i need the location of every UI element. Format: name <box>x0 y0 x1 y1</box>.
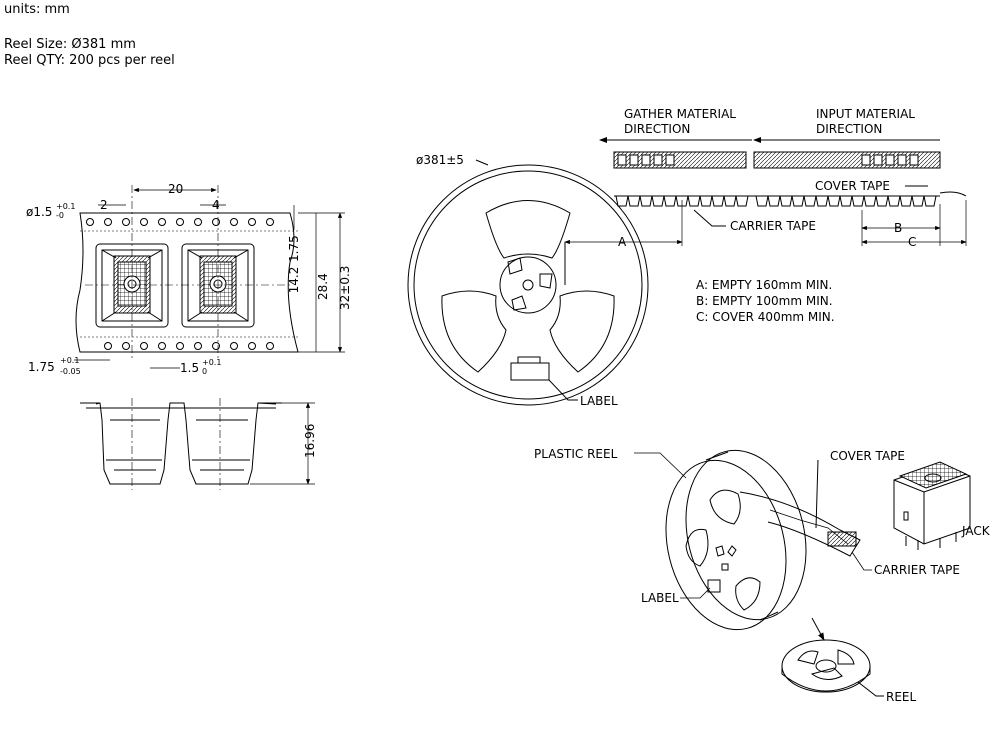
plastic-reel-label: PLASTIC REEL <box>534 447 618 461</box>
reel-qty-note: Reel QTY: 200 pcs per reel <box>4 53 175 68</box>
dim-hole-pitch-4: 4 <box>212 198 220 212</box>
tape-strip <box>564 137 967 246</box>
jack-label: JACK <box>961 524 991 538</box>
iso-carrier-tape-label: CARRIER TAPE <box>874 563 960 577</box>
reel-label-callout: LABEL <box>580 394 618 408</box>
dim-v1: 1.75 <box>287 235 301 262</box>
dim-v3: 28.4 <box>316 273 330 300</box>
input-label: INPUT MATERIAL <box>816 107 915 121</box>
note-b: B: EMPTY 100mm MIN. <box>696 294 833 308</box>
reel-front-view <box>407 159 649 406</box>
sprocket-holes-bottom <box>104 342 274 350</box>
tape-dimensions <box>74 187 345 369</box>
dim-c-label: C <box>908 235 916 249</box>
sprocket-holes-top <box>86 218 274 226</box>
dim-pitch: 20 <box>168 182 183 196</box>
units-note: units: mm <box>4 2 70 17</box>
iso-cover-tape-label: COVER TAPE <box>830 449 905 463</box>
reel-size-note: Reel Size: Ø381 mm <box>4 37 136 52</box>
dim-height: 16.96 <box>303 424 317 458</box>
carrier-tape-side-view <box>80 398 315 490</box>
carrier-tape-label: CARRIER TAPE <box>730 219 816 233</box>
reel-diameter-label: ø381±5 <box>416 153 464 167</box>
dim-hole-dia-tol-dn: -0 <box>56 211 64 220</box>
small-reel <box>781 617 884 697</box>
dim-hole-dia2-tol-up: +0.1 <box>202 358 221 367</box>
note-c: C: COVER 400mm MIN. <box>696 310 835 324</box>
iso-label-label: LABEL <box>641 591 679 605</box>
carrier-tape-top-view <box>75 185 299 360</box>
dim-hole-dia: ø1.5 <box>26 205 52 219</box>
cover-tape-label: COVER TAPE <box>815 179 890 193</box>
dim-edge-tol-up: +0.1 <box>60 356 79 365</box>
dim-hole-dia-tol-up: +0.1 <box>56 202 75 211</box>
input-label-2: DIRECTION <box>816 122 882 136</box>
jack-connector <box>893 461 971 550</box>
dim-b-label: B <box>894 221 902 235</box>
dim-a-label: A <box>618 235 627 249</box>
dim-edge: 1.75 <box>28 360 55 374</box>
dim-hole-dia2: 1.5 <box>180 361 199 375</box>
note-a: A: EMPTY 160mm MIN. <box>696 278 832 292</box>
dim-width: 32±0.3 <box>338 266 352 310</box>
gather-label-2: DIRECTION <box>624 122 690 136</box>
reel-label: REEL <box>886 690 917 704</box>
dim-edge-tol-dn: -0.05 <box>60 367 81 376</box>
dim-hole-pitch-2: 2 <box>100 198 108 212</box>
dim-v2: 14.2 <box>287 267 301 294</box>
gather-label: GATHER MATERIAL <box>624 107 736 121</box>
dim-hole-dia2-tol-dn: 0 <box>202 367 207 376</box>
isometric-reel <box>665 449 861 631</box>
